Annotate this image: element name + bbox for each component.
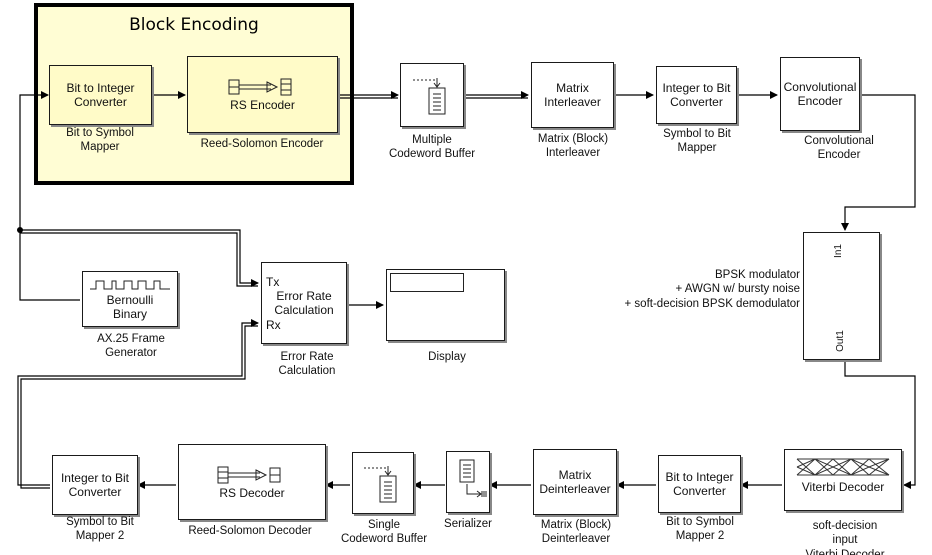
rs-encoder-block[interactable]: RS Encoder bbox=[187, 56, 338, 133]
line-itb2-rx-2 bbox=[20, 325, 258, 489]
pulse-train-icon bbox=[90, 280, 170, 290]
block-label: Matrix Interleaver bbox=[544, 80, 601, 109]
display-readout bbox=[389, 273, 464, 292]
line-bern-tx bbox=[20, 229, 259, 287]
serializer-block[interactable] bbox=[446, 451, 490, 513]
convolutional-encoder-caption: Convolutional Encoder bbox=[804, 135, 874, 162]
line-itb2-rx bbox=[17, 319, 259, 486]
line-bpsk-vit bbox=[844, 360, 916, 489]
error-rate-calculation-block[interactable]: Tx Rx Error Rate Calculation bbox=[261, 262, 347, 344]
serializer-caption: Serializer bbox=[444, 518, 492, 530]
reed-solomon-decoder-caption: Reed-Solomon Decoder bbox=[188, 525, 312, 537]
block-label: Matrix Deinterleaver bbox=[539, 467, 611, 496]
single-codeword-buffer-block[interactable] bbox=[352, 452, 414, 514]
tx-port-label: Tx bbox=[266, 275, 280, 289]
matrix-deinterleaver-caption: Matrix (Block) Deinterleaver bbox=[540, 519, 612, 546]
symbol-to-bit-caption: Symbol to Bit Mapper bbox=[663, 128, 731, 155]
single-codeword-buffer-caption: Single Codeword Buffer bbox=[340, 519, 428, 546]
matrix-interleaver-caption: Matrix (Block) Interleaver bbox=[537, 133, 609, 160]
bit-to-integer-2-block[interactable]: Bit to Integer Converter bbox=[658, 455, 741, 513]
symbol-to-bit-2-caption: Symbol to Bit Mapper 2 bbox=[66, 516, 134, 543]
viterbi-decoder-caption: soft-decision input Viterbi Decoder bbox=[805, 520, 885, 555]
integer-to-bit-block[interactable]: Integer to Bit Converter bbox=[656, 66, 737, 124]
bpsk-subsystem-block[interactable]: In1 Out1 bbox=[803, 232, 880, 360]
rs-encoder-icon bbox=[228, 78, 291, 96]
matrix-interleaver-block[interactable]: Matrix Interleaver bbox=[531, 62, 614, 128]
display-caption: Display bbox=[428, 351, 466, 363]
block-label: Bit to Integer Converter bbox=[66, 80, 135, 109]
line-conv-bpsk bbox=[841, 94, 916, 231]
ax25-frame-generator-caption: AX.25 Frame Generator bbox=[97, 333, 165, 360]
line-bern-tx-2 bbox=[20, 232, 258, 287]
branch-point bbox=[17, 227, 23, 233]
block-label: RS Decoder bbox=[219, 485, 285, 500]
buffer-icon bbox=[413, 78, 446, 115]
block-label: Bernoulli Binary bbox=[106, 292, 154, 321]
bit-to-symbol-caption: Bit to Symbol Mapper bbox=[66, 127, 134, 154]
multiple-codeword-buffer-block[interactable] bbox=[400, 63, 464, 127]
rs-decoder-block[interactable]: RS Decoder bbox=[178, 444, 326, 520]
line-bern-src bbox=[19, 91, 80, 301]
out1-port-label: Out1 bbox=[834, 330, 846, 352]
block-label: Viterbi Decoder bbox=[801, 480, 885, 494]
block-label: Integer to Bit Converter bbox=[662, 80, 731, 109]
serializer-icon bbox=[459, 459, 487, 498]
bit-to-symbol-2-caption: Bit to Symbol Mapper 2 bbox=[666, 516, 734, 543]
buffer-icon bbox=[364, 466, 397, 503]
bit-to-integer-block[interactable]: Bit to Integer Converter bbox=[49, 65, 152, 125]
in1-port-label: In1 bbox=[832, 244, 844, 258]
reed-solomon-encoder-caption: Reed-Solomon Encoder bbox=[200, 138, 324, 150]
viterbi-decoder-block[interactable]: Viterbi Decoder bbox=[784, 449, 902, 511]
block-label: Error Rate Calculation bbox=[274, 288, 334, 317]
display-block[interactable] bbox=[386, 269, 505, 341]
block-label: RS Encoder bbox=[230, 98, 295, 113]
error-rate-caption: Error Rate Calculation bbox=[278, 351, 336, 378]
matrix-deinterleaver-block[interactable]: Matrix Deinterleaver bbox=[533, 449, 617, 515]
group-title: Block Encoding bbox=[129, 15, 259, 35]
trellis-icon bbox=[796, 458, 890, 476]
block-label: Bit to Integer Converter bbox=[665, 469, 734, 498]
rx-port-label: Rx bbox=[266, 318, 281, 332]
convolutional-encoder-block[interactable]: Convolutional Encoder bbox=[780, 57, 860, 131]
block-label: Convolutional Encoder bbox=[783, 79, 857, 108]
bpsk-caption: BPSK modulator + AWGN w/ bursty noise + … bbox=[624, 269, 800, 310]
rs-decoder-icon bbox=[217, 466, 281, 484]
multiple-codeword-buffer-caption: Multiple Codeword Buffer bbox=[388, 134, 476, 161]
bernoulli-binary-block[interactable]: Bernoulli Binary bbox=[82, 271, 178, 327]
integer-to-bit-2-block[interactable]: Integer to Bit Converter bbox=[52, 455, 138, 515]
block-label: Integer to Bit Converter bbox=[60, 470, 130, 499]
